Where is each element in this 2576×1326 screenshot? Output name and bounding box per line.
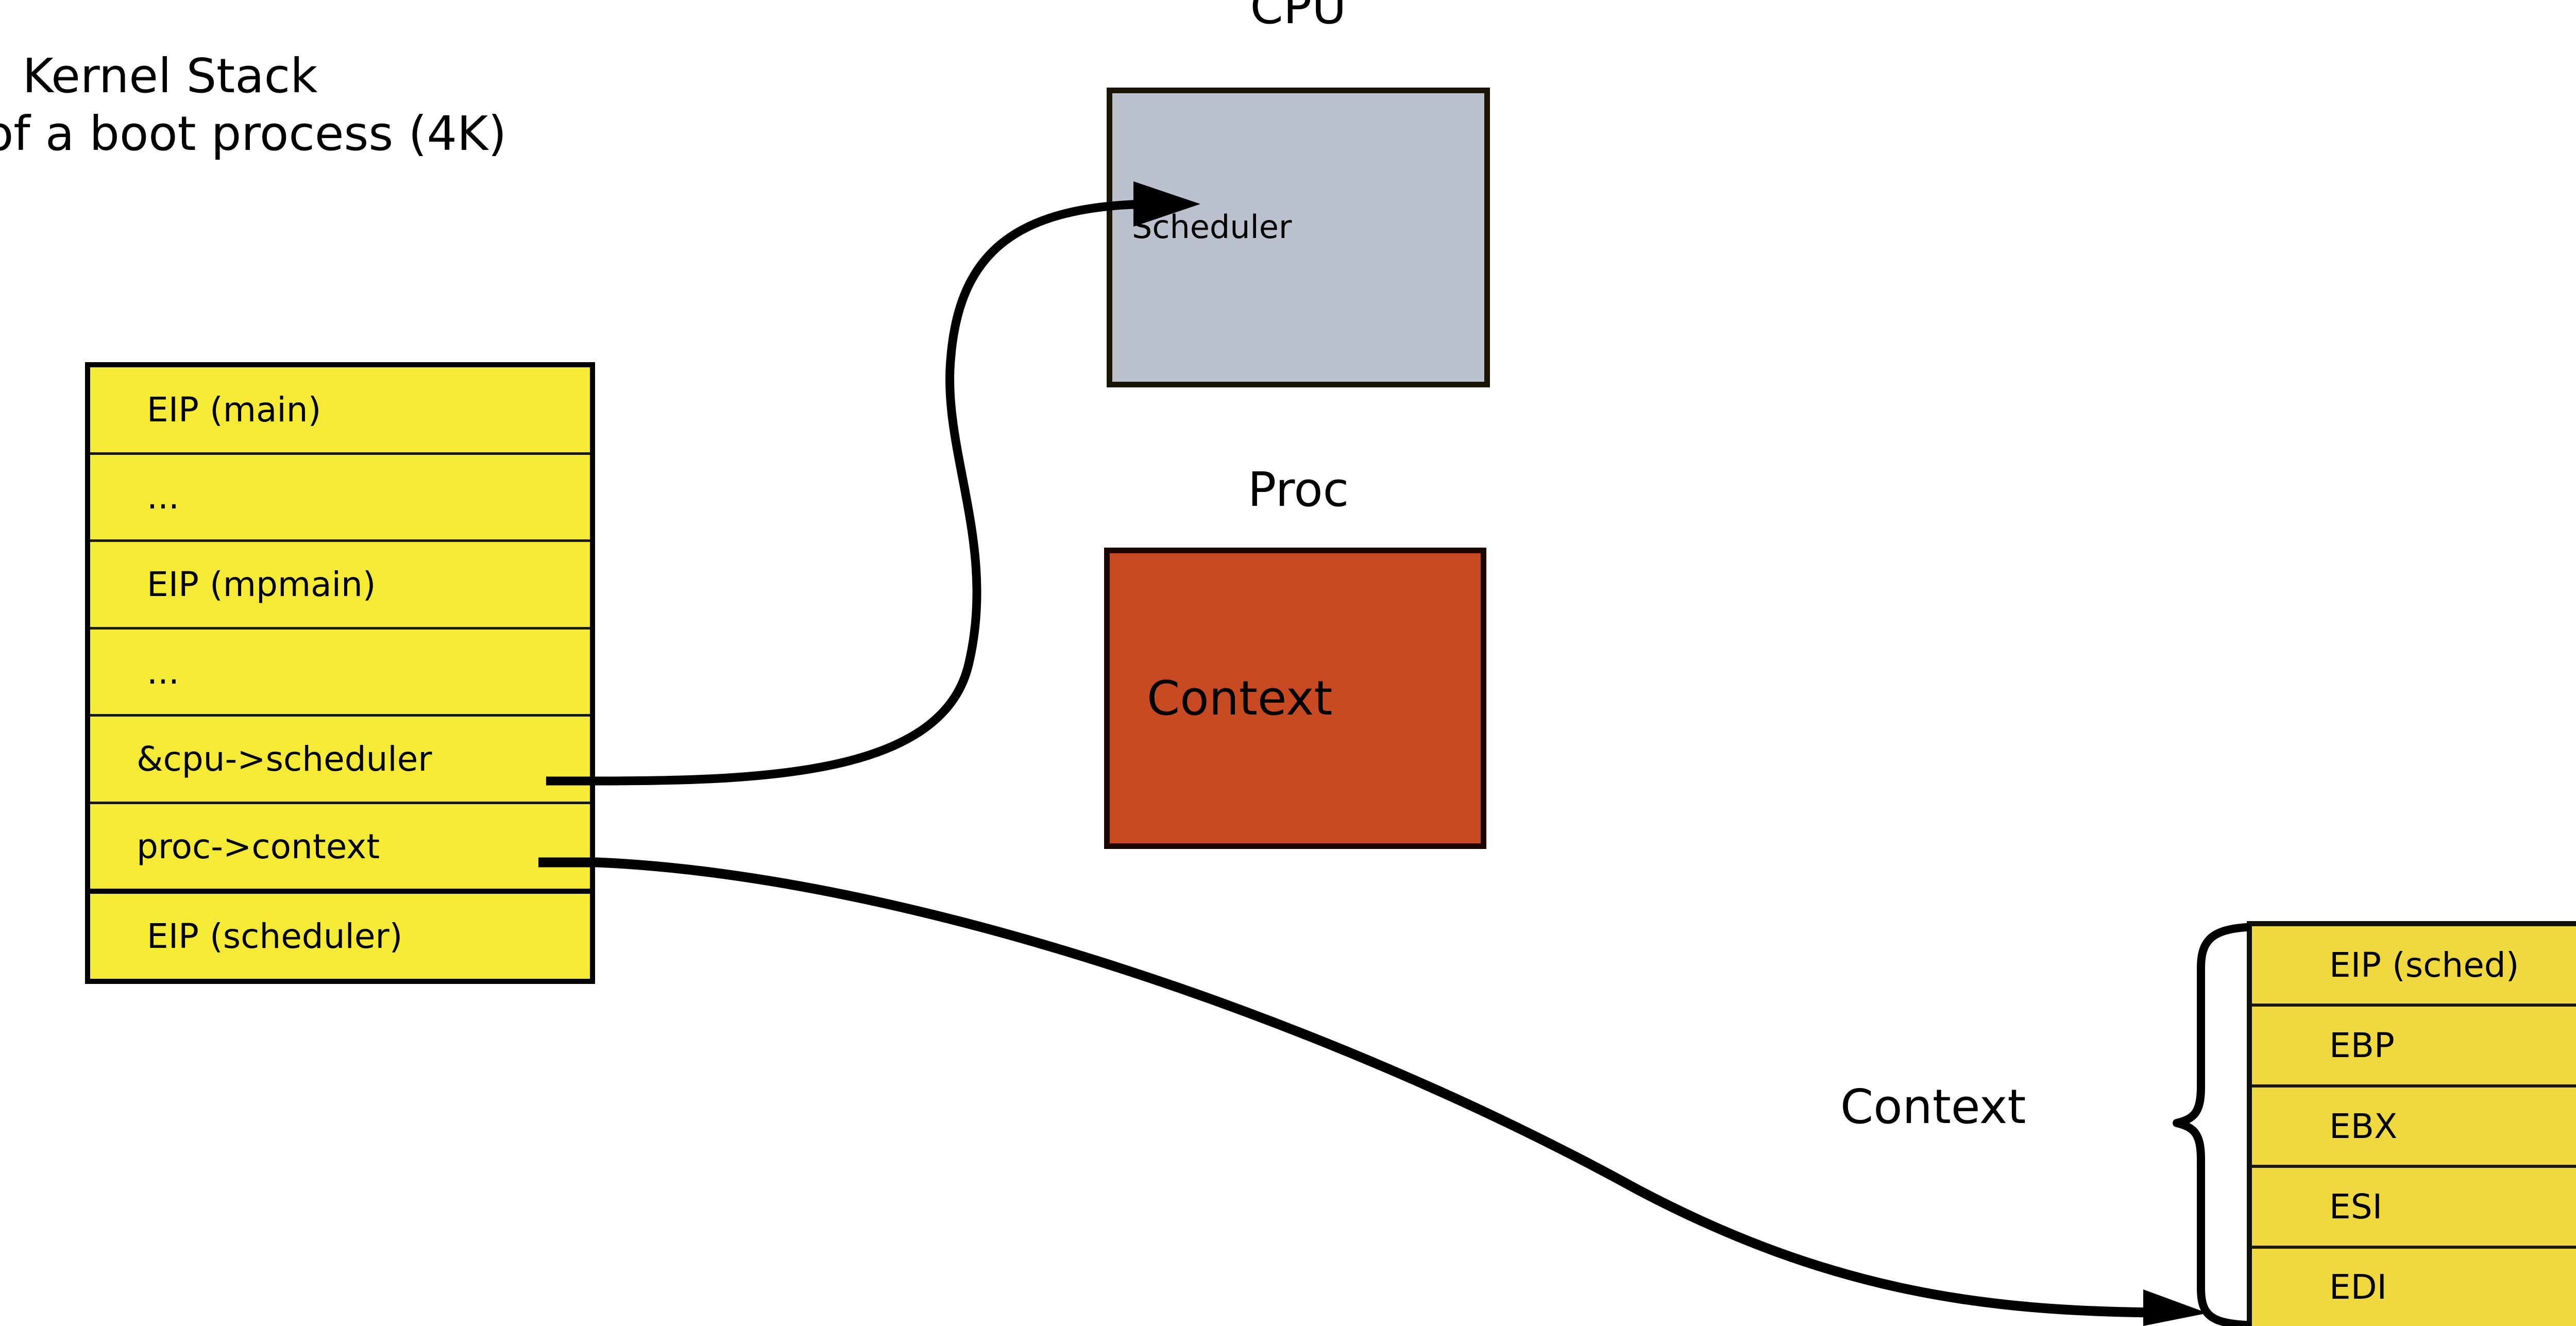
context-row-ebp: EBP [2252, 1007, 2576, 1087]
cpu-box: Scheduler [1107, 88, 1490, 387]
kernel-stack-row-label: EIP (scheduler) [147, 916, 403, 957]
kernel-stack-row-ellipsis-1: ... [90, 454, 590, 542]
context-struct-table: EIP (sched) EBP EBX ESI EDI [2247, 921, 2576, 1326]
kernel-stack-row-label: proc->context [137, 826, 380, 866]
cpu-scheduler-label: Scheduler [1132, 208, 1292, 246]
proc-context-label: Context [1147, 671, 1333, 726]
context-arrowhead [2143, 1289, 2208, 1326]
kernel-stack-title-line2: of a boot process (4K) [0, 106, 507, 162]
kernel-stack-title: Kernel Stack of a boot process (4K) [0, 47, 507, 163]
scheduler-arrow [546, 181, 1200, 786]
proc-box: Context [1104, 548, 1486, 849]
kernel-stack-row-label: EIP (mpmain) [147, 564, 376, 604]
context-row-label: ESI [2329, 1186, 2383, 1227]
kernel-stack-row-eip-scheduler: EIP (scheduler) [90, 894, 590, 979]
context-row-ebx: EBX [2252, 1087, 2576, 1168]
context-row-label: EIP (sched) [2329, 945, 2519, 985]
context-brace-label: Context [1840, 1079, 2026, 1134]
proc-title: Proc [1247, 462, 1349, 517]
kernel-stack-row-proc-context: proc->context [90, 804, 590, 894]
context-row-eip-sched: EIP (sched) [2252, 926, 2576, 1007]
context-curly-brace [2173, 923, 2250, 1326]
kernel-stack-row-eip-main: EIP (main) [90, 367, 590, 455]
kernel-stack-title-line1: Kernel Stack [22, 48, 318, 104]
context-row-esi: ESI [2252, 1168, 2576, 1249]
kernel-stack-row-ellipsis-2: ... [90, 629, 590, 717]
kernel-stack-row-eip-mpmain: EIP (mpmain) [90, 542, 590, 630]
context-row-label: EDI [2329, 1267, 2387, 1307]
kernel-stack-row-label: ... [147, 477, 179, 517]
kernel-stack-row-cpu-scheduler: &cpu->scheduler [90, 717, 590, 804]
kernel-stack-table: EIP (main) ... EIP (mpmain) ... &cpu->sc… [85, 362, 595, 984]
cpu-title: CPU [1250, 0, 1347, 35]
context-row-label: EBP [2329, 1026, 2395, 1066]
kernel-stack-row-label: &cpu->scheduler [137, 739, 432, 779]
kernel-stack-row-label: EIP (main) [147, 389, 321, 430]
kernel-stack-row-label: ... [147, 652, 179, 692]
context-row-edi: EDI [2252, 1248, 2576, 1326]
context-row-label: EBX [2329, 1106, 2398, 1146]
